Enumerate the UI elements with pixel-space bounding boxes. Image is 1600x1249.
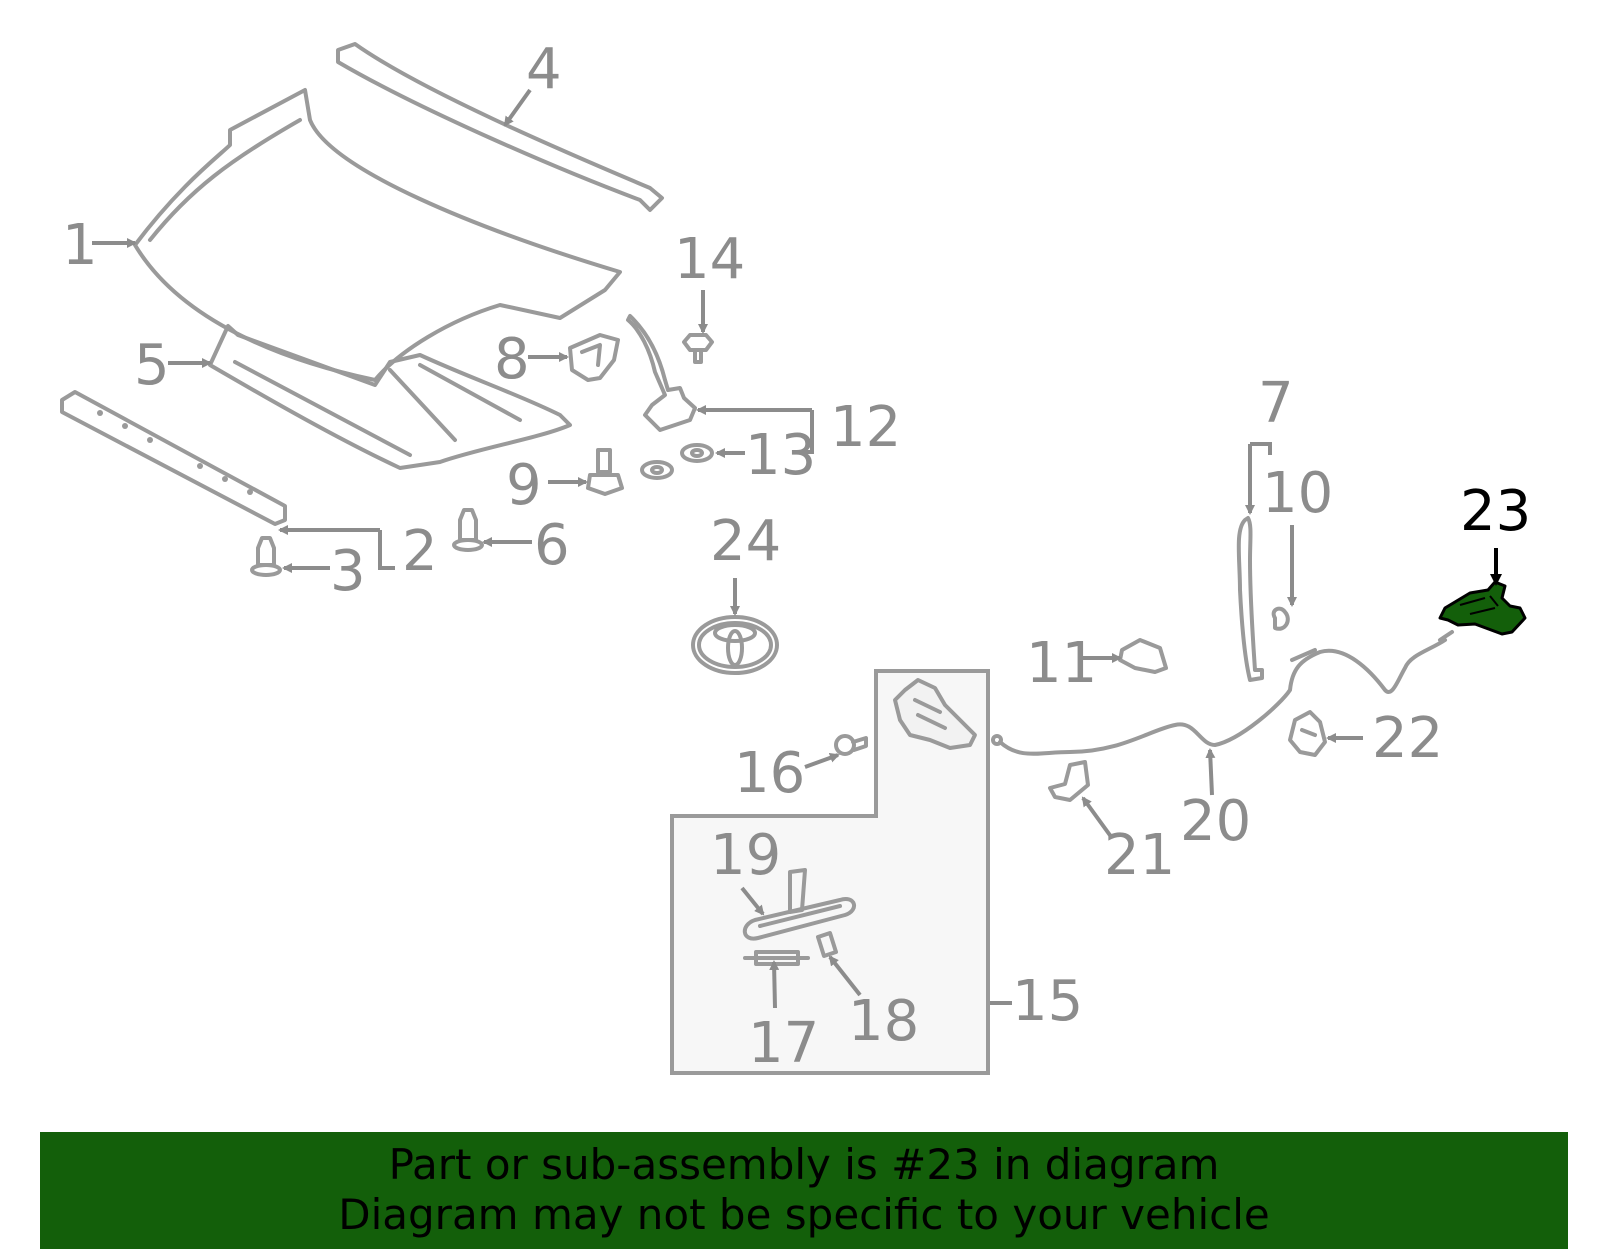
toyota-emblem xyxy=(691,615,779,675)
callout-15: 15 xyxy=(1012,969,1083,1034)
callout-17: 17 xyxy=(748,1011,819,1076)
callout-11: 11 xyxy=(1026,631,1097,696)
banner-line-2: Diagram may not be specific to your vehi… xyxy=(338,1190,1270,1239)
callout-19: 19 xyxy=(710,823,781,888)
spring-17 xyxy=(743,950,810,966)
callout-20: 20 xyxy=(1180,789,1251,854)
bolt-14 xyxy=(682,333,714,364)
info-banner: Part or sub-assembly is #23 in diagram D… xyxy=(40,1132,1568,1249)
banner-line-1: Part or sub-assembly is #23 in diagram xyxy=(388,1140,1220,1189)
hood-weatherstrip xyxy=(336,42,664,212)
clip-22 xyxy=(1288,710,1327,757)
callout-16: 16 xyxy=(734,741,805,806)
hood-panel xyxy=(133,88,622,382)
callout-22: 22 xyxy=(1372,706,1443,771)
latch-assembly-box xyxy=(670,669,990,1075)
callout-13: 13 xyxy=(745,423,816,488)
callout-14: 14 xyxy=(674,227,745,292)
cable-bracket-21 xyxy=(1048,760,1090,802)
callout-10: 10 xyxy=(1262,461,1333,526)
callout-9: 9 xyxy=(506,453,542,518)
callout-6: 6 xyxy=(534,513,570,578)
hood-insulator xyxy=(208,324,572,470)
hood-seal-strip xyxy=(60,390,287,526)
hood-hinge xyxy=(626,314,697,432)
clip-6 xyxy=(452,508,484,552)
clip-11 xyxy=(1118,638,1168,674)
clip-10 xyxy=(1271,606,1290,631)
release-cable xyxy=(991,630,1454,756)
callout-1: 1 xyxy=(62,213,98,278)
callout-24: 24 xyxy=(710,509,781,574)
clip-3 xyxy=(250,536,282,577)
spring-lever-19 xyxy=(742,868,856,941)
callout-23: 23 xyxy=(1460,479,1531,544)
callout-3: 3 xyxy=(330,539,366,604)
hood-release-handle-23 xyxy=(1438,580,1527,636)
callout-4: 4 xyxy=(526,37,562,102)
bracket-8 xyxy=(568,333,620,382)
bolt-9 xyxy=(586,448,624,496)
callout-18: 18 xyxy=(848,989,919,1054)
leader-lines xyxy=(92,88,1502,1009)
callout-labels: 1 2 3 4 5 6 7 8 9 10 11 12 13 14 15 16 1… xyxy=(62,37,1531,1076)
callout-7: 7 xyxy=(1258,371,1294,436)
callout-21: 21 xyxy=(1104,823,1175,888)
hood-latch xyxy=(893,678,977,750)
hood-support-rod xyxy=(1236,516,1264,682)
callout-2: 2 xyxy=(402,519,438,584)
washer-13 xyxy=(640,443,714,480)
callout-8: 8 xyxy=(494,327,530,392)
callout-5: 5 xyxy=(134,333,170,398)
bolt-16 xyxy=(834,734,868,756)
callout-12: 12 xyxy=(830,395,901,460)
pin-18 xyxy=(816,931,838,958)
